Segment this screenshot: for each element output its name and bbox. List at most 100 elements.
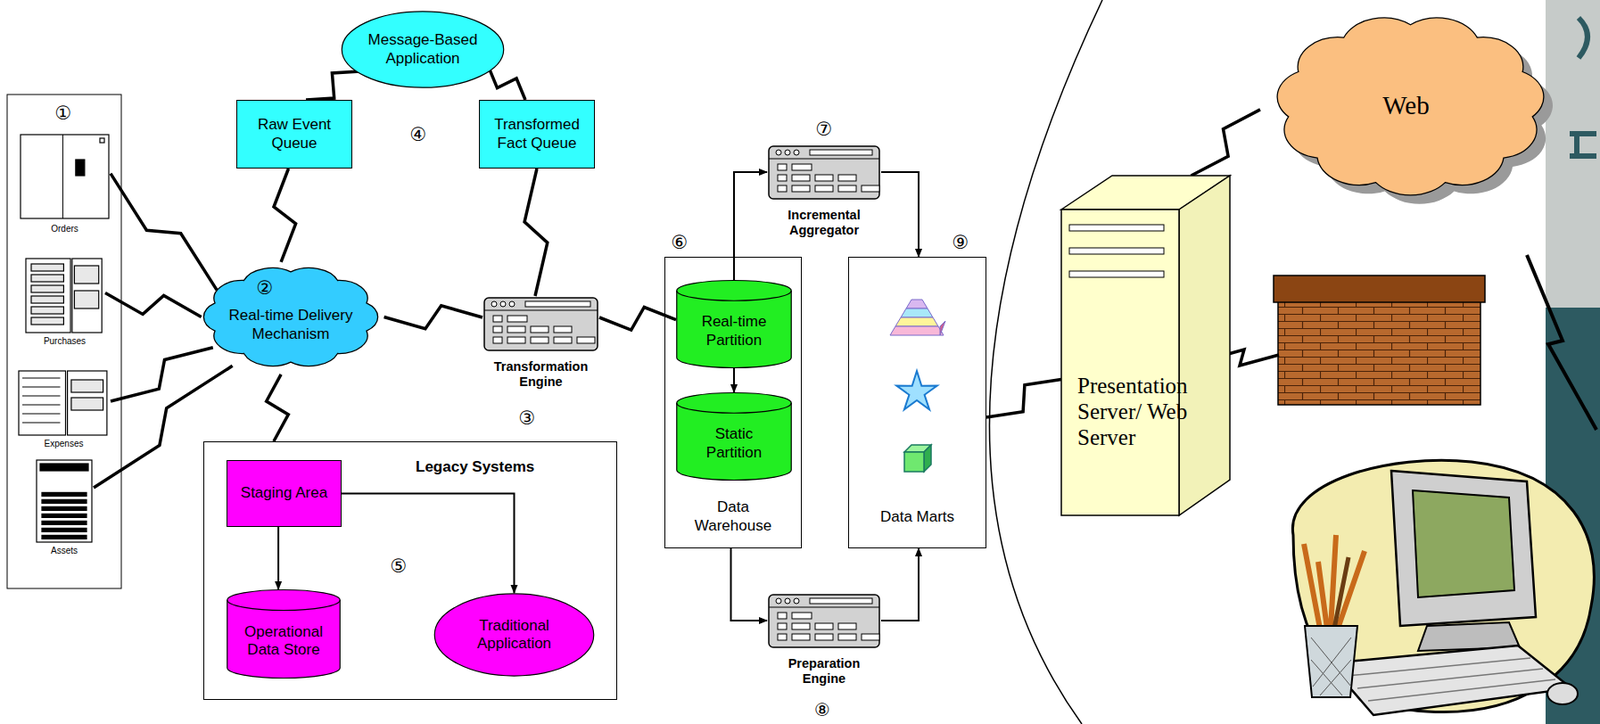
art-part	[768, 594, 880, 648]
cloud-node: Real-time Delivery Mechanism	[193, 255, 388, 379]
art-part	[22, 378, 61, 380]
lightning-connector	[1191, 109, 1262, 176]
side-bar-top	[1545, 0, 1600, 308]
art-part	[775, 598, 782, 604]
art-part	[838, 623, 857, 630]
art-part	[1069, 247, 1164, 255]
lightning-bolt	[1526, 255, 1597, 430]
art-part	[838, 185, 857, 192]
cylinder-outline	[676, 280, 792, 368]
node-text: Staging Area	[240, 484, 328, 503]
art-part	[895, 317, 939, 327]
art-part	[18, 371, 66, 436]
art-part	[809, 149, 873, 156]
callout-number: ④	[410, 125, 428, 145]
art-part	[71, 397, 104, 411]
process-box: Raw Event Queue	[236, 99, 353, 169]
art-part	[1069, 271, 1164, 278]
art-part	[41, 527, 87, 532]
node-text: Message-Based Application	[364, 31, 481, 68]
node-text: Transformed Fact Queue	[486, 115, 587, 153]
art-part	[577, 337, 595, 344]
art-part	[838, 634, 857, 641]
callout-number: ①	[55, 104, 73, 124]
art-part	[861, 185, 880, 192]
art-part	[809, 598, 873, 604]
node-text: Real-time Delivery Mechanism	[217, 306, 365, 344]
group-box: Data Marts	[848, 256, 987, 549]
art-part	[22, 422, 61, 424]
art-part	[41, 520, 87, 525]
art-part	[791, 164, 812, 171]
art-part	[67, 371, 108, 436]
server-node: Orders	[18, 132, 111, 235]
cup-mesh	[1311, 637, 1352, 696]
art-part	[75, 159, 85, 176]
cylinder-outline	[676, 392, 792, 480]
node-text: Legacy Systems	[415, 458, 535, 477]
server-icon	[16, 369, 111, 438]
art-part	[62, 134, 64, 219]
art-part	[815, 185, 833, 192]
art-part	[493, 326, 503, 333]
art-part	[507, 326, 526, 333]
cylinder-outline	[227, 590, 340, 679]
database-node: Real-time Partition	[676, 280, 792, 369]
lightning-connector	[93, 365, 233, 488]
art-part	[906, 299, 928, 309]
engine-node: Transformation Engine	[482, 296, 600, 391]
art-part	[777, 174, 787, 182]
lightning-connector	[986, 379, 1062, 418]
arrow-connector	[881, 172, 919, 257]
callout-number: ⑥	[671, 233, 689, 253]
cloud-outline	[203, 267, 378, 366]
art-part	[509, 301, 515, 307]
art-part	[768, 146, 880, 199]
node-text: Expenses	[44, 438, 84, 450]
arrow-connector	[733, 368, 735, 393]
pencil-cup	[1304, 626, 1358, 698]
callout-number: ②	[256, 279, 274, 298]
side-bar-mark	[1569, 17, 1597, 157]
art-part	[777, 164, 787, 171]
keyboard	[1328, 645, 1572, 716]
group-box: Legacy SystemsStaging AreaOperational Da…	[203, 441, 618, 701]
art-part	[493, 337, 503, 344]
art-part	[530, 326, 549, 333]
lightning-connector	[266, 374, 289, 442]
arrow-connector	[731, 548, 768, 621]
art-part	[31, 285, 64, 293]
cloud-outline	[1277, 17, 1544, 196]
art-part	[777, 634, 787, 641]
art-part	[72, 258, 102, 333]
art-part	[1061, 209, 1180, 516]
cloud-node: Web	[1260, 0, 1561, 215]
art-part	[896, 371, 938, 410]
art-part	[31, 317, 64, 325]
art-part	[22, 387, 61, 388]
cylinder-rim	[227, 600, 340, 611]
art-part	[507, 337, 526, 344]
art-part	[22, 413, 61, 415]
arrow-connector	[881, 548, 919, 621]
arrow-connector	[734, 172, 768, 281]
server-node: Purchases	[24, 256, 106, 347]
art-part	[553, 326, 572, 333]
lightning-connector	[305, 71, 361, 100]
node-text: Web	[1382, 90, 1429, 122]
lightning-connector	[524, 168, 548, 297]
art-part	[507, 315, 528, 322]
art-part	[904, 452, 924, 472]
art-part	[41, 492, 87, 496]
engine-icon	[767, 144, 882, 201]
node-text: Assets	[50, 545, 78, 557]
ellipse-node: Message-Based Application	[340, 10, 505, 89]
art-part	[791, 623, 810, 630]
art-part	[793, 149, 800, 156]
art-part	[815, 174, 833, 182]
database-node: Static Partition	[676, 392, 792, 481]
art-part	[777, 185, 787, 192]
engine-node: Preparation Engine	[767, 593, 882, 688]
art-part	[791, 174, 810, 182]
